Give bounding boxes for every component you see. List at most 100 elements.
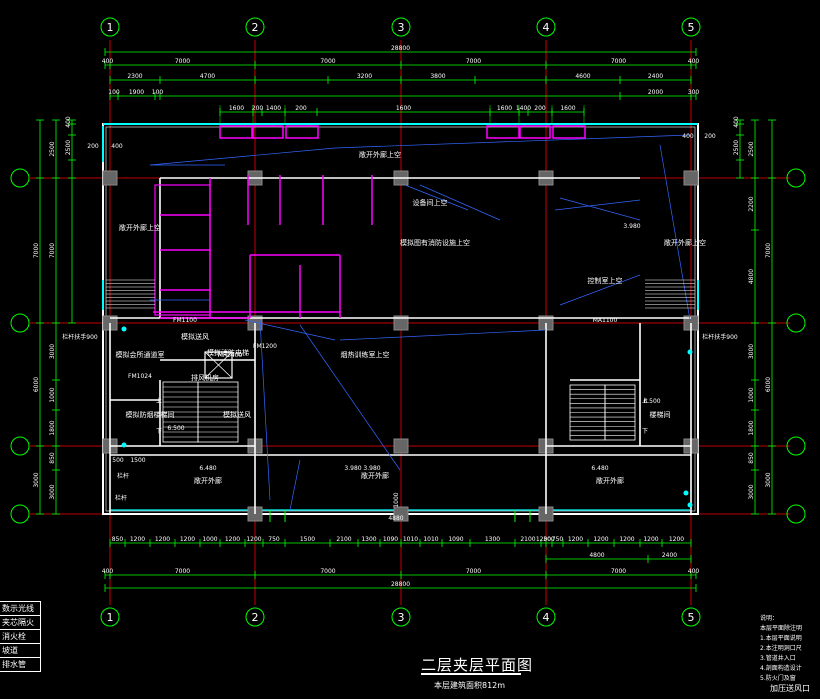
axis-bubble bbox=[245, 17, 265, 37]
dim-misc: 200 bbox=[87, 143, 99, 150]
room-label: 设备间上空 bbox=[413, 198, 448, 207]
dim-right-parts-label: 1800 bbox=[748, 420, 755, 435]
dim-left-sub-label: 400 bbox=[65, 116, 72, 128]
room-label: 敞开外廊上空 bbox=[664, 238, 706, 247]
column bbox=[393, 438, 409, 454]
slope-line bbox=[559, 197, 641, 221]
elevation-mark: 6.500 bbox=[167, 425, 184, 432]
axis-bubble-label: 5 bbox=[688, 21, 695, 34]
fixture-dot bbox=[683, 490, 689, 496]
room-label: 楼梯间 bbox=[650, 410, 671, 419]
column bbox=[683, 170, 699, 186]
slope-line bbox=[289, 459, 301, 511]
dim-window-label: 1600 bbox=[497, 105, 512, 112]
dim-right-parts-label: 3000 bbox=[748, 344, 755, 359]
dim-bottom-bays-label: 7000 bbox=[175, 568, 190, 575]
room-label: 模拟送风 bbox=[223, 410, 251, 419]
axis-bubble bbox=[10, 168, 30, 188]
axis-bubble-label: 4 bbox=[543, 21, 550, 34]
elevator-shaft bbox=[204, 351, 233, 379]
axis-bubble-label: 1 bbox=[107, 611, 114, 624]
room-label: 控制室上空 bbox=[588, 276, 623, 285]
slope-line bbox=[419, 184, 501, 221]
dim-top-bays-label: 7000 bbox=[466, 58, 481, 65]
dim-bottom-detail-label: 1200 bbox=[669, 536, 684, 543]
door-tag: 下 bbox=[156, 428, 162, 435]
dim-right-parts-label: 3000 bbox=[748, 484, 755, 499]
door-tag: 上 bbox=[642, 397, 648, 405]
dim-left-sub-label: 2500 bbox=[65, 140, 72, 155]
slope-line bbox=[334, 134, 691, 149]
door-tag: FM1100 bbox=[173, 317, 197, 324]
dim-right-parts-label: 850 bbox=[748, 452, 755, 464]
dim-misc: 500 bbox=[112, 457, 124, 464]
legend-row: 坡道 bbox=[0, 644, 40, 658]
door-tag: 栏杆 bbox=[117, 472, 129, 480]
dim-top-detail-label: 300 bbox=[688, 89, 700, 96]
room-label: 模拟防烟楼梯间 bbox=[126, 410, 175, 419]
door-tag: 上 bbox=[156, 397, 162, 405]
dim-top-total-label: 28800 bbox=[391, 45, 410, 52]
axis-bubble bbox=[10, 436, 30, 456]
dim-bottom-detail-label: 1200 bbox=[246, 536, 261, 543]
room-label: 模拟会所通道室 bbox=[116, 350, 165, 359]
dim-bottom-detail-label: 300 bbox=[543, 536, 555, 543]
axis-bubble-label: 4 bbox=[543, 611, 550, 624]
dim-left-parts-label: 850 bbox=[49, 452, 56, 464]
dim-left-parts-label: 7000 bbox=[49, 243, 56, 258]
room-label: 敞开外廊 bbox=[361, 471, 389, 480]
dim-right-parts-label: 1000 bbox=[748, 387, 755, 402]
slope-line bbox=[259, 319, 271, 501]
dim-right-sub-label: 2500 bbox=[733, 140, 740, 155]
room-label: 模拟图有消防设施上空 bbox=[400, 238, 470, 247]
notes-line: 2.本注明洞口尺 bbox=[760, 645, 802, 652]
column bbox=[102, 170, 118, 186]
door-tag: FM1024 bbox=[128, 373, 152, 380]
partition-block bbox=[154, 184, 211, 316]
window-frame bbox=[252, 125, 284, 139]
dim-bottom-detail-label: 1200 bbox=[643, 536, 658, 543]
fixture-dot bbox=[121, 326, 127, 332]
elevation-mark: 3.980 bbox=[344, 465, 361, 472]
fixture-dot bbox=[687, 349, 693, 355]
dim-bottom-detail-label: 1000 bbox=[202, 536, 217, 543]
column bbox=[393, 506, 409, 522]
dim-bottom-detail-label: 1200 bbox=[568, 536, 583, 543]
door-tag: 栏杆扶手900 bbox=[62, 333, 98, 341]
dim-misc: 1500 bbox=[130, 457, 145, 464]
axis-bubble-label: 2 bbox=[252, 21, 259, 34]
slope-line bbox=[339, 329, 547, 341]
dim-bottom-detail-label: 2100 bbox=[336, 536, 351, 543]
legend-row: 数示光线 bbox=[0, 602, 40, 616]
axis-bubble-label: 1 bbox=[107, 21, 114, 34]
dim-window-label: 200 bbox=[252, 105, 264, 112]
door-tag: FM1200 bbox=[253, 343, 277, 350]
elevation-mark: 3.980 bbox=[623, 223, 640, 230]
dim-top-sub-label: 4700 bbox=[200, 73, 215, 80]
dim-window-label: 200 bbox=[295, 105, 307, 112]
notes-line: 5.防火门及窗 bbox=[760, 675, 796, 682]
dim-left-parts-label: 2500 bbox=[49, 141, 56, 156]
dim-right-label: 6000 bbox=[765, 377, 772, 392]
axis-bubble bbox=[536, 607, 556, 627]
axis-bubble bbox=[245, 607, 265, 627]
elevation-mark: 6.480 bbox=[591, 465, 608, 472]
dim-bottom-detail-label: 1500 bbox=[300, 536, 315, 543]
dim-top-sub-label: 2300 bbox=[127, 73, 142, 80]
dim-bottom-bays-label: 7000 bbox=[320, 568, 335, 575]
notes-header: 说明： bbox=[760, 615, 779, 622]
legend-row: 消火栓 bbox=[0, 630, 40, 644]
dim-bottom-center2: 1000 bbox=[393, 492, 400, 507]
dim-bottom-detail-label: 1200 bbox=[155, 536, 170, 543]
slope-line bbox=[659, 144, 691, 321]
axis-bubble bbox=[786, 436, 806, 456]
axis-bubble bbox=[786, 313, 806, 333]
room-label: 模拟消防电梯 bbox=[207, 348, 249, 357]
dim-top-bays-label: 7000 bbox=[611, 58, 626, 65]
dim-bottom-detail-label: 1300 bbox=[361, 536, 376, 543]
window-frame bbox=[486, 125, 520, 139]
dim-bottom-detail-label: 850 bbox=[112, 536, 124, 543]
dim-bottom-detail-label: 1200 bbox=[536, 536, 551, 543]
